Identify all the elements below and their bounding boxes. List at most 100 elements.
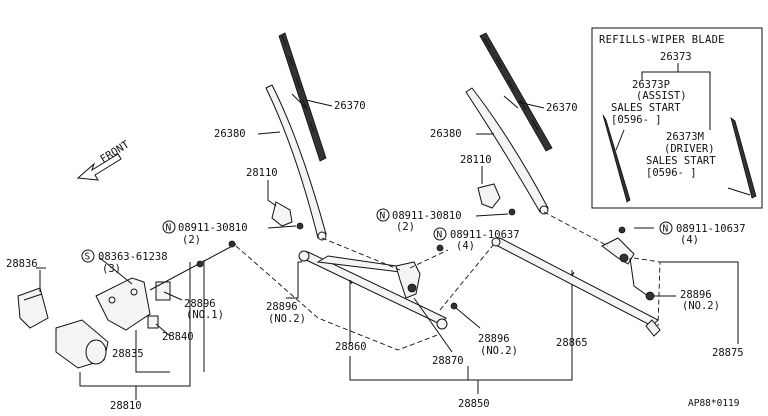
inset-assist-part: 26373P: [632, 79, 670, 91]
refill-driver-leader: [727, 187, 751, 196]
leader-26380-left: [257, 131, 281, 135]
inset-driver-label: (DRIVER): [664, 143, 715, 155]
label-n2-qty: (2): [396, 221, 415, 233]
label-28110-right: 28110: [460, 154, 492, 166]
leader-nut-left: [267, 225, 297, 229]
label-28896-no2-b: 28896: [478, 333, 510, 345]
leader-28836: [36, 267, 46, 292]
pivot-nut: [407, 283, 417, 293]
leader-28865: [571, 270, 575, 277]
label-28896-no2-a: 28896: [266, 301, 298, 313]
right-pivot-nut: [619, 253, 629, 263]
label-n1-part: 08911-30810: [178, 222, 248, 234]
inset-title: REFILLS-WIPER BLADE: [599, 34, 725, 46]
inset-driver-date: [0596- ]: [646, 167, 697, 179]
right-pivot-cap: [477, 183, 501, 209]
leader-28896-no1: [163, 291, 183, 301]
label-n4-qty: (4): [680, 234, 699, 246]
dashed-link-left: [235, 245, 441, 351]
label-28896-no1: 28896: [184, 298, 216, 310]
leader-s1: [99, 257, 133, 285]
left-wiper-blade: [278, 32, 327, 162]
label-28896-no2-b-sub: (NO.2): [480, 345, 518, 357]
right-nut: [508, 208, 516, 216]
leader-28896-no2-b: [455, 307, 481, 329]
rod-end-left: [491, 237, 501, 247]
motor-cover-rib: [23, 293, 43, 301]
label-26370-left: 26370: [334, 100, 366, 112]
leader-28896-no2-a: [286, 261, 302, 299]
n4-circle-icon: [659, 221, 673, 235]
bolt-28840: [147, 315, 159, 329]
n1-symbol: N: [166, 223, 172, 234]
right-pivot-arm: [629, 257, 649, 297]
inset-driver-part: 26373M: [666, 131, 704, 143]
label-s1-part: 08363-61238: [98, 251, 168, 263]
link-end-left: [298, 250, 310, 262]
link-end-right: [436, 318, 448, 330]
inset-leader: [641, 63, 711, 130]
dashed-arm-right: [543, 211, 609, 247]
bushing-no1: [196, 260, 204, 268]
bracket-28810-lines: [79, 260, 205, 387]
label-26380-left: 26380: [214, 128, 246, 140]
n4-symbol: N: [663, 224, 669, 235]
label-n3-part: 08911-10637: [450, 229, 520, 241]
inset-assist-sales: SALES START: [611, 102, 681, 114]
inset-assist-date: [0596- ]: [611, 114, 662, 126]
s1-symbol: S: [85, 252, 91, 263]
dashed-n3: [409, 249, 449, 269]
motor-bracket: [95, 277, 151, 331]
inset-border: [591, 27, 763, 209]
label-26370-right: 26370: [546, 102, 578, 114]
bushing-no2-b: [450, 302, 458, 310]
center-linkage: [235, 237, 573, 394]
left-wiper-assembly: [257, 32, 333, 241]
label-28850: 28850: [458, 398, 490, 410]
n3-nut: [436, 244, 444, 252]
refills-inset: REFILLS-WIPER BLADE 26373 26373P (ASSIST…: [591, 27, 763, 209]
front-arrow-icon: [76, 153, 122, 181]
n3-symbol: N: [437, 230, 443, 241]
motor-end-cap: [85, 339, 107, 365]
right-blade-mount: [503, 95, 519, 109]
left-pivot-cap: [271, 201, 293, 227]
diagram-code: AP88*0119: [688, 398, 740, 409]
s1-circle-icon: [81, 249, 95, 263]
refill-assist-strip: [602, 114, 631, 203]
left-blade-ribs: [281, 35, 315, 133]
label-n3-qty: (4): [456, 240, 475, 252]
label-n1-qty: (2): [182, 234, 201, 246]
n3-circle-icon: [433, 227, 447, 241]
n4-nut: [618, 226, 626, 234]
front-indicator: FRONT: [76, 138, 132, 181]
label-28896-no2-c-sub: (NO.2): [682, 300, 720, 312]
link-end-nut: [228, 240, 236, 248]
n2-circle-icon: [376, 208, 390, 222]
label-n2-part: 08911-30810: [392, 210, 462, 222]
pivot-28870: [395, 261, 421, 299]
bracket-hole-1: [108, 296, 116, 304]
leader-26370-left: [305, 99, 333, 107]
label-28110-left: 28110: [246, 167, 278, 179]
right-wiper-assembly: [465, 32, 739, 344]
label-s1-qty: (3): [102, 263, 121, 275]
leader-28870: [413, 297, 453, 353]
leader-28860: [349, 279, 353, 344]
leader-28110-left: [267, 180, 277, 207]
dashed-center: [439, 243, 495, 311]
right-arm-pivot: [539, 205, 549, 215]
motor-assembly: [17, 240, 237, 400]
leader-26370-right: [517, 101, 545, 109]
label-28836: 28836: [6, 258, 38, 270]
bushing-no2-c: [645, 291, 655, 301]
n2-symbol: N: [380, 211, 386, 222]
label-28865: 28865: [556, 337, 588, 349]
left-blade-mount: [291, 93, 307, 109]
refill-assist-leader: [615, 129, 625, 151]
label-28810: 28810: [110, 400, 142, 411]
bracket-hole-2: [130, 288, 138, 296]
right-wiper-arm: [465, 87, 549, 213]
